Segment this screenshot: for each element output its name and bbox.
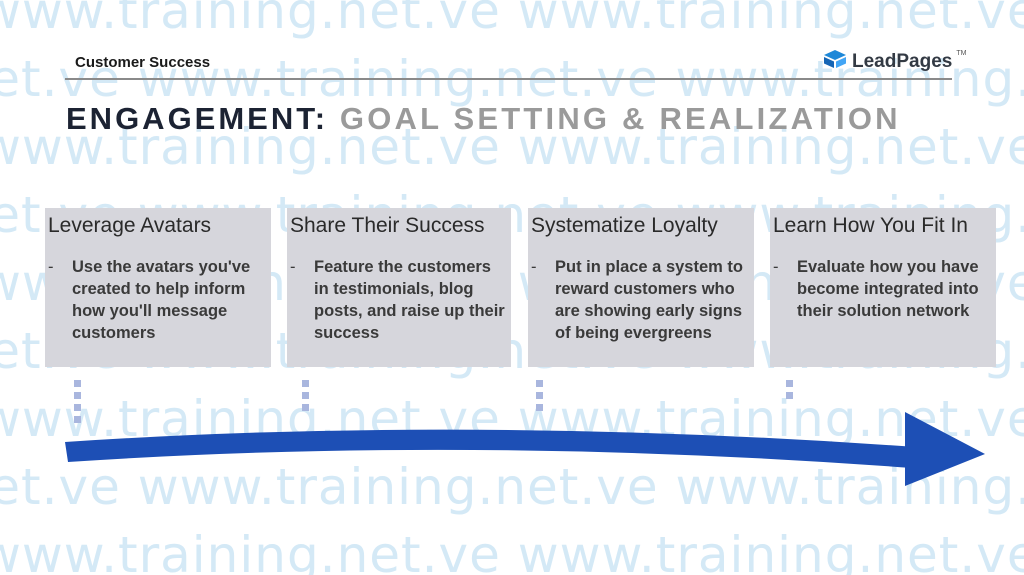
card-learn-how-you-fit-in: Learn How You Fit In - Evaluate how you … bbox=[770, 208, 996, 367]
bullet-dash: - bbox=[48, 258, 54, 276]
card-body: - Use the avatars you've created to help… bbox=[48, 256, 267, 344]
card-leverage-avatars: Leverage Avatars - Use the avatars you'v… bbox=[45, 208, 271, 367]
card-body: - Put in place a system to reward custom… bbox=[531, 256, 750, 344]
connector-dot bbox=[536, 404, 543, 411]
card-heading: Learn How You Fit In bbox=[773, 214, 968, 237]
arrow-head bbox=[905, 412, 985, 486]
bullet-dash: - bbox=[531, 258, 537, 276]
connector-dot bbox=[302, 404, 309, 411]
arrow-shaft bbox=[65, 429, 915, 468]
title-colon: : bbox=[314, 101, 329, 136]
connector-dot bbox=[786, 380, 793, 387]
page-title: ENGAGEMENT: GOAL SETTING & REALIZATION bbox=[66, 101, 901, 137]
title-subtitle: GOAL SETTING & REALIZATION bbox=[328, 101, 901, 136]
card-heading: Leverage Avatars bbox=[48, 214, 212, 237]
watermark-row: www.training.net.ve www.training.net.ve … bbox=[0, 526, 1024, 575]
watermark-row: www.training.net.ve www.training.net.ve … bbox=[0, 0, 1024, 40]
connector-dot bbox=[74, 392, 81, 399]
card-text: Put in place a system to reward customer… bbox=[555, 258, 743, 342]
watermark-row: www.training.net.ve www.training.net.ve … bbox=[0, 390, 1024, 448]
connector-dot bbox=[536, 380, 543, 387]
connector-dots-3 bbox=[536, 380, 544, 411]
card-text: Feature the customers in testimonials, b… bbox=[314, 258, 505, 342]
card-heading: Systematize Loyalty bbox=[531, 214, 718, 237]
card-share-their-success: Share Their Success - Feature the custom… bbox=[287, 208, 511, 367]
connector-dots-4 bbox=[786, 380, 794, 399]
leadpages-logo: LeadPages TM bbox=[822, 49, 966, 74]
logo-trademark: TM bbox=[956, 50, 967, 57]
connector-dot bbox=[536, 392, 543, 399]
connector-dot bbox=[74, 380, 81, 387]
bullet-dash: - bbox=[773, 258, 779, 276]
connector-dot bbox=[74, 404, 81, 411]
card-heading: Share Their Success bbox=[290, 214, 485, 237]
leadpages-box-icon bbox=[822, 49, 848, 74]
section-label: Customer Success bbox=[75, 54, 211, 71]
connector-dots-1 bbox=[74, 380, 82, 423]
logo-text: LeadPages bbox=[852, 50, 953, 72]
card-body: - Feature the customers in testimonials,… bbox=[290, 256, 507, 344]
card-body: - Evaluate how you have become integrate… bbox=[773, 256, 992, 322]
card-text: Evaluate how you have become integrated … bbox=[797, 258, 979, 320]
card-text: Use the avatars you've created to help i… bbox=[72, 258, 251, 342]
connector-dot bbox=[786, 392, 793, 399]
watermark-row: www.training.net.ve www.training.net.ve … bbox=[0, 458, 1024, 516]
card-systematize-loyalty: Systematize Loyalty - Put in place a sys… bbox=[528, 208, 754, 367]
bullet-dash: - bbox=[290, 258, 296, 276]
header-divider bbox=[65, 78, 952, 80]
connector-dots-2 bbox=[302, 380, 310, 411]
connector-dot bbox=[302, 380, 309, 387]
connector-dot bbox=[302, 392, 309, 399]
title-main: ENGAGEMENT bbox=[66, 101, 315, 136]
connector-dot bbox=[74, 416, 81, 423]
